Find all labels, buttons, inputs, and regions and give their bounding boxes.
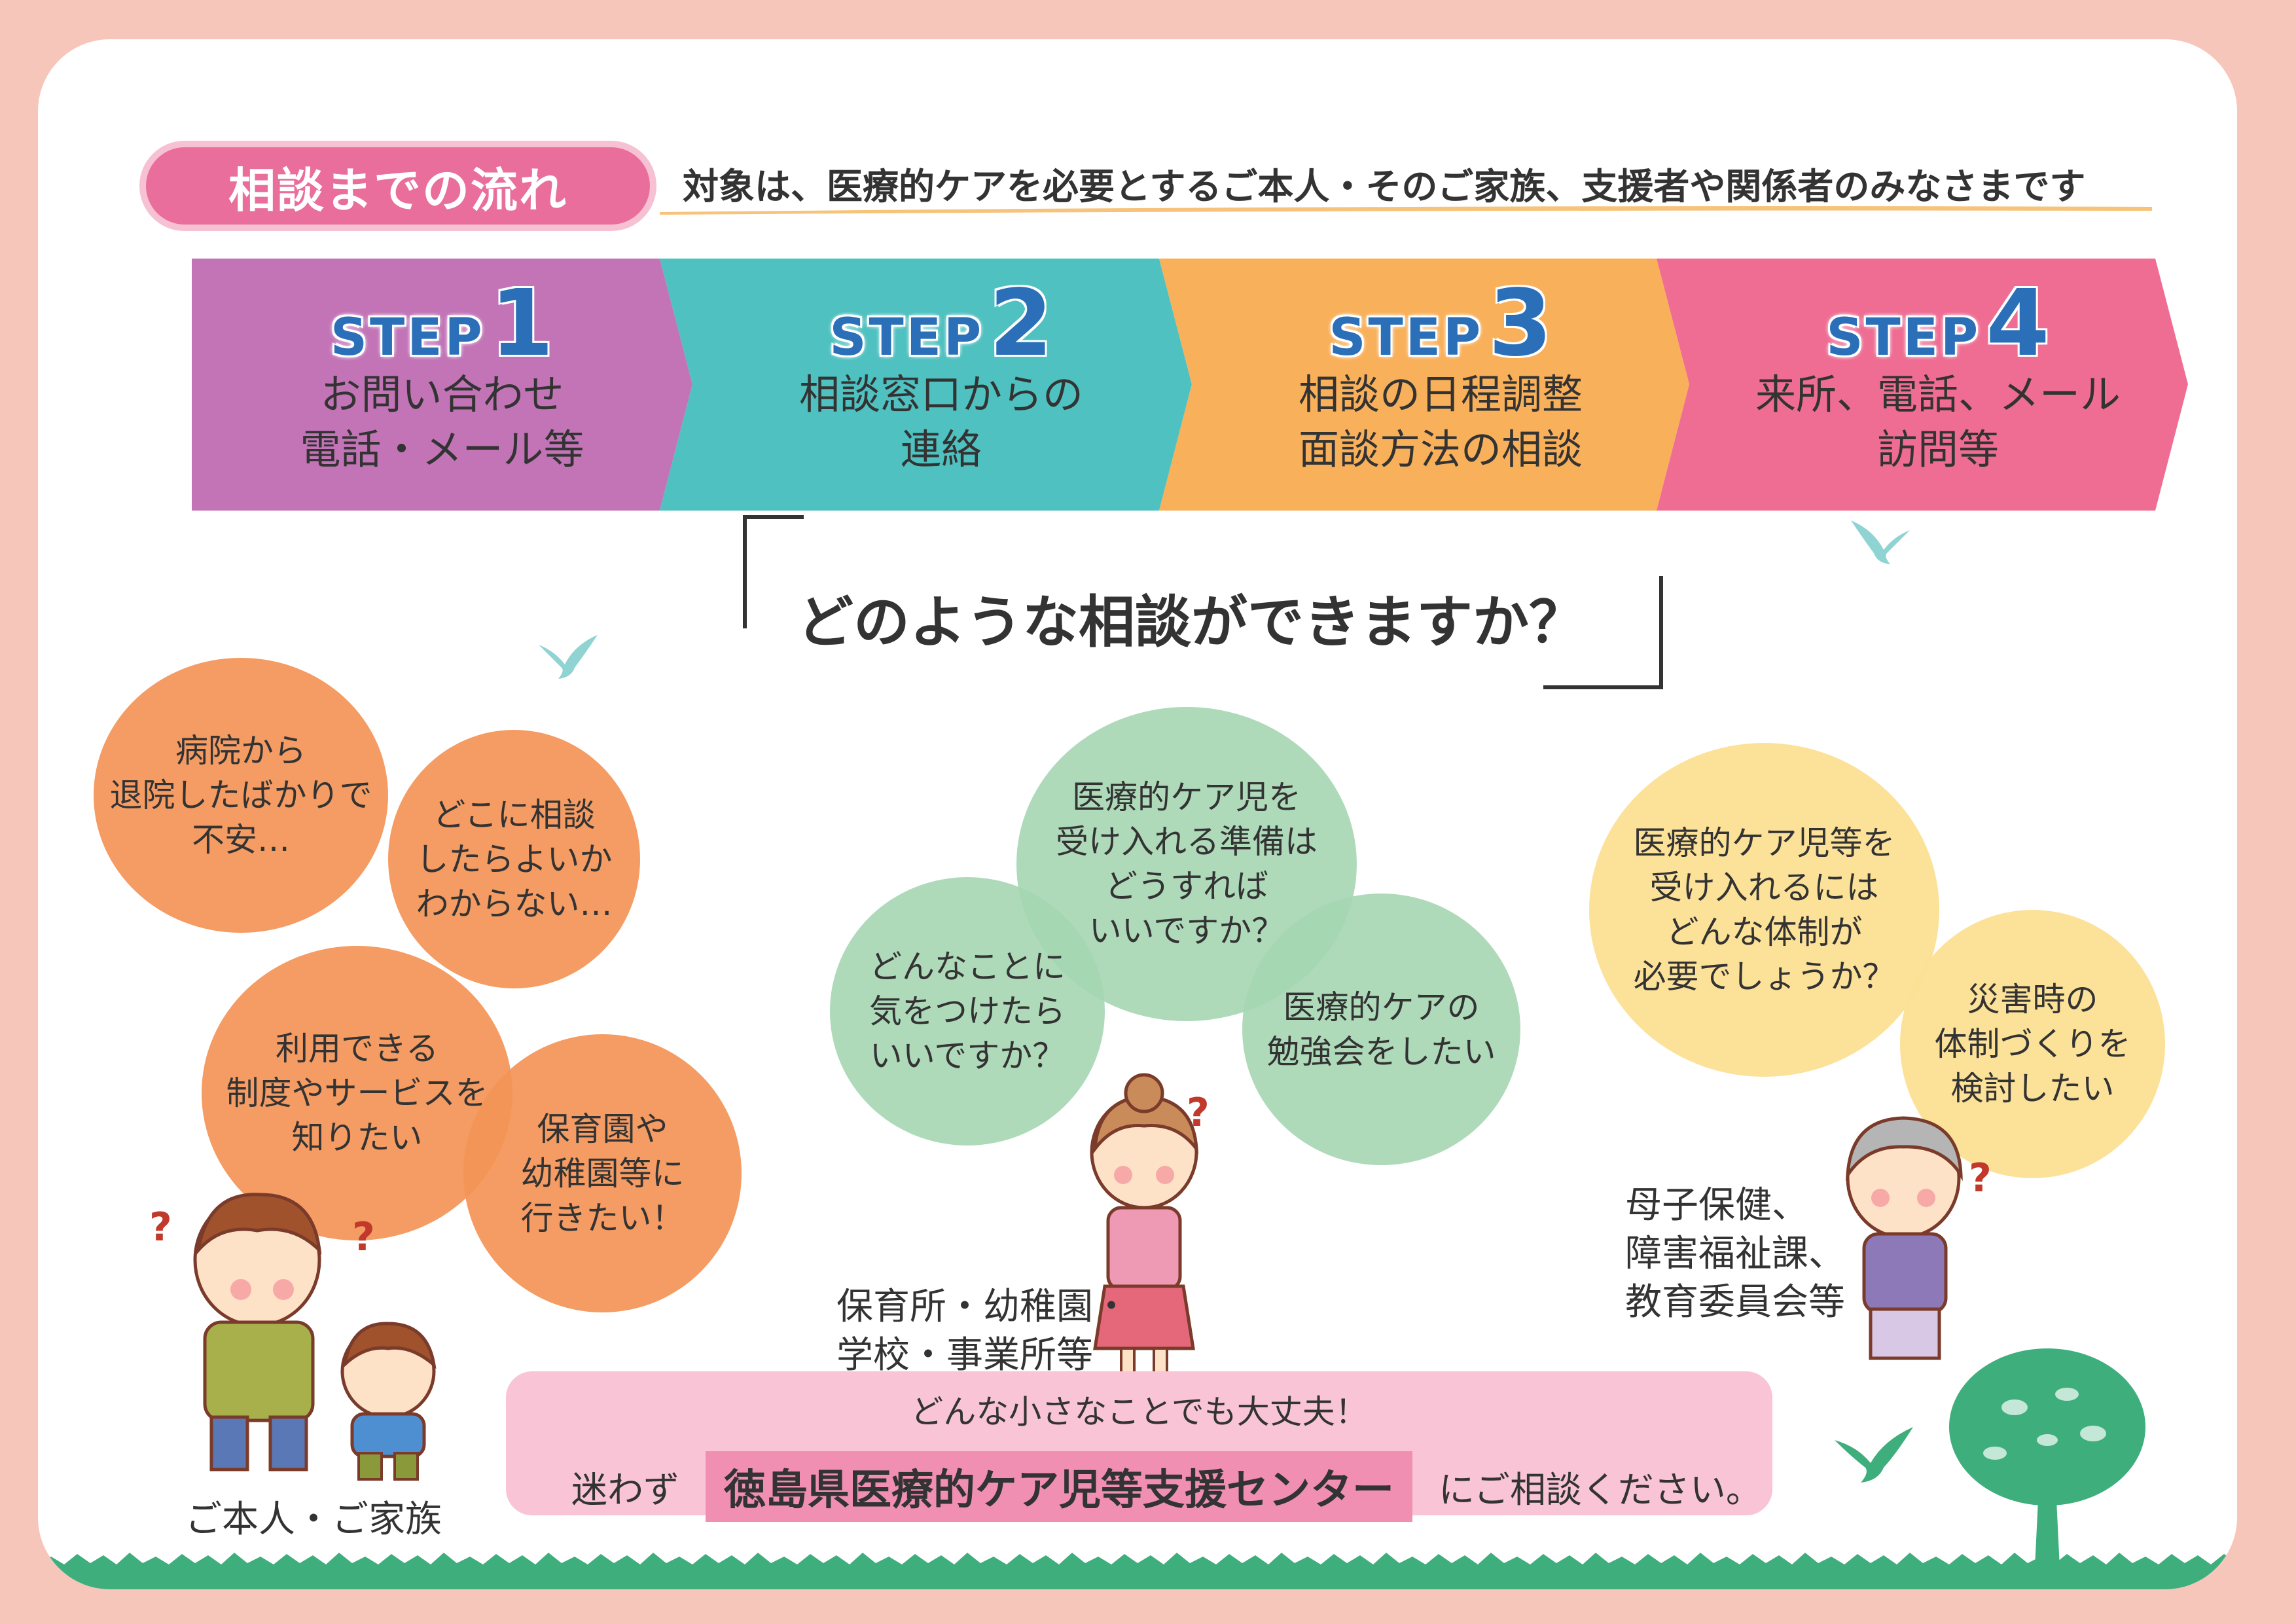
step-2-line2: 連絡 [900,425,982,473]
bubble-text: 医療的ケアの 勉強会をしたい [1266,988,1496,1071]
bubble-text: 病院から 退院したばかりで 不安… [109,732,372,859]
step-word: STEP [1329,308,1484,367]
step-2: STEP 2 相談窓口からの 連絡 [692,259,1190,511]
step-word: STEP [330,308,485,367]
speech-bubble: 保育園や 幼稚園等に 行きたい！ [463,1034,742,1312]
speech-bubble: どんなことに 気をつけたら いいですか？ [830,877,1105,1146]
speech-bubble: 病院から 退院したばかりで 不安… [94,658,388,933]
bubble-text: 災害時の 体制づくりを 検討したい [1934,981,2131,1108]
tree-icon [1949,1348,2145,1581]
step-number: 1 [490,270,554,377]
svg-text:?: ? [149,1204,172,1250]
step-arrow-3 [1159,259,1689,511]
group-label-family: ご本人・ご家族 [185,1498,442,1541]
step-1-line1: お問い合わせ [320,370,564,418]
speech-bubble: 医療的ケア児等を 受け入れるには どんな体制が 必要でしょうか？ [1589,743,1939,1077]
underline-decoration [660,206,2152,215]
bubble-text: 医療的ケア児を 受け入れる準備は どうすれば いいですか？ [1056,778,1318,950]
section-title-text: 相談までの流れ [228,162,567,218]
step-3-line1: 相談の日程調整 [1298,370,1583,418]
group-label-admin: 母子保健、 障害福祉課、 教育委員会等 [1625,1184,1845,1324]
step-1: STEP 1 お問い合わせ 電話・メール等 [192,259,692,511]
reassurance-text: どんな小さなことでも大丈夫！ [910,1393,1368,1431]
person-illustration: ? [1090,1073,1210,1376]
contact-line: 迷わず 徳島県医療的ケア児等支援センター にご相談ください。 [571,1451,1762,1522]
speech-bubble: 利用できる 制度やサービスを 知りたい [202,946,512,1240]
bubble-text: 保育園や 幼稚園等に 行きたい！ [520,1110,685,1237]
contact-suffix: にご相談ください。 [1439,1469,1762,1511]
step-4-line1: 来所、電話、メール [1755,370,2121,418]
step-arrow-4 [1657,259,2188,511]
speech-bubble: どこに相談 したらよいか わからない… [388,730,640,988]
step-number: 2 [989,270,1053,377]
bird-icon [539,635,598,679]
svg-text:?: ? [352,1214,375,1260]
step-word: STEP [829,308,984,367]
section-title: 相談までの流れ [146,147,650,225]
contact-message-box: どんな小さなことでも大丈夫！ 迷わず 徳島県医療的ケア児等支援センター にご相談… [506,1371,1772,1522]
bubble-text: 利用できる 制度やサービスを 知りたい [226,1030,488,1157]
step-number: 3 [1488,270,1552,377]
grass-decoration [38,1553,2237,1589]
step-2-line1: 相談窓口からの [798,370,1083,418]
target-audience-text: 対象は、医療的ケアを必要とするご本人・そのご家族、支援者や関係者のみなさまです [683,166,2086,208]
step-word: STEP [1826,308,1981,367]
bird-icon [1851,520,1910,564]
person-illustration: ? [1845,1116,1992,1360]
bubble-text: どこに相談 したらよいか わからない… [416,795,613,923]
step-2-label: STEP 2 [829,270,1053,377]
step-3: STEP 3 相談の日程調整 面談方法の相談 [1192,259,1689,511]
speech-bubble: 医療的ケアの 勉強会をしたい [1242,893,1520,1165]
bubble-text: どんなことに 気をつけたら いいですか？ [869,948,1066,1075]
step-4-line2: 訪問等 [1876,425,1999,473]
step-3-label: STEP 3 [1329,270,1552,377]
bubble-text: 医療的ケア児等を 受け入れるには どんな体制が 必要でしょうか？ [1633,824,1895,996]
group-label-schools: 保育所・幼稚園・ 学校・事業所等 [836,1286,1130,1377]
step-arrow-1 [192,259,692,511]
step-3-line2: 面談方法の相談 [1298,425,1583,473]
step-4: STEP 4 来所、電話、メール 訪問等 [1689,259,2187,511]
step-1-line2: 電話・メール等 [300,425,584,473]
bird-icon [1835,1427,1913,1483]
contact-prefix: 迷わず [571,1469,680,1511]
question-brackets [743,515,1663,689]
support-center-name: 徳島県医療的ケア児等支援センター [706,1451,1413,1522]
step-arrows [192,259,2188,511]
flyer-card: 相談までの流れ 対象は、医療的ケアを必要とするご本人・そのご家族、支援者や関係者… [38,39,2237,1589]
steps-flow: STEP 1 お問い合わせ 電話・メール等 STEP 2 相談窓口からの 連絡 … [192,259,2191,511]
person-illustration: ? ? [149,1193,437,1481]
step-number: 4 [1986,270,2050,377]
step-4-label: STEP 4 [1826,270,2050,377]
step-1-label: STEP 1 [330,270,554,377]
svg-text:?: ? [1969,1155,1992,1201]
step-arrow-2 [660,259,1192,511]
question-heading: どのような相談ができますか？ [797,590,1585,655]
